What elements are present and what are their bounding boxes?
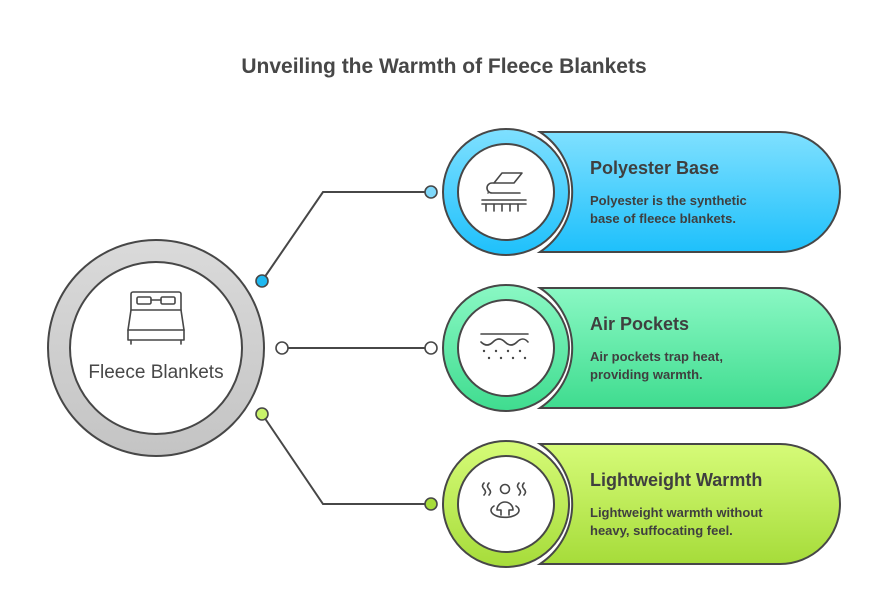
item-card-lightweight-warmth: Lightweight Warmth Lightweight warmth wi… bbox=[442, 440, 841, 568]
connectors bbox=[255, 185, 438, 511]
item-description-line-1: Lightweight warmth without bbox=[590, 505, 763, 520]
connector-dot-start-1 bbox=[255, 274, 269, 288]
item-card-pill bbox=[536, 131, 841, 253]
bed-icon bbox=[127, 291, 185, 345]
connector-dot-end-2 bbox=[424, 341, 438, 355]
item-card-polyester-base: Polyester Base Polyester is the syntheti… bbox=[442, 128, 841, 256]
center-node: Fleece Blankets bbox=[47, 239, 265, 457]
connector-dot-end-1 bbox=[424, 185, 438, 199]
item-description-line-1: Air pockets trap heat, bbox=[590, 349, 723, 364]
connector-line-3 bbox=[261, 413, 431, 505]
item-card-pill bbox=[536, 443, 841, 565]
connector-line-1 bbox=[261, 191, 431, 282]
air-layer-icon bbox=[480, 333, 529, 360]
item-title: Lightweight Warmth bbox=[590, 470, 762, 490]
person-heat-icon bbox=[481, 482, 527, 519]
connector-dot-start-3 bbox=[255, 407, 269, 421]
item-icon-circle bbox=[457, 299, 555, 397]
connector-dot-end-3 bbox=[424, 497, 438, 511]
item-icon-circle bbox=[457, 455, 555, 553]
fabric-roll-icon bbox=[481, 172, 527, 212]
center-inner-circle bbox=[69, 261, 243, 435]
item-description-line-1: Polyester is the synthetic bbox=[590, 193, 747, 208]
item-description-line-2: heavy, suffocating feel. bbox=[590, 523, 733, 538]
item-description-line-2: base of fleece blankets. bbox=[590, 211, 736, 226]
item-icon-circle bbox=[457, 143, 555, 241]
diagram-title: Unveiling the Warmth of Fleece Blankets bbox=[241, 55, 646, 78]
item-card-air-pockets: Air Pockets Air pockets trap heat, provi… bbox=[442, 284, 841, 412]
center-label: Fleece Blankets bbox=[88, 362, 223, 383]
item-description-line-2: providing warmth. bbox=[590, 367, 703, 382]
item-title: Polyester Base bbox=[590, 158, 719, 178]
item-card-pill bbox=[536, 287, 841, 409]
item-title: Air Pockets bbox=[590, 314, 689, 334]
connector-dot-start-2 bbox=[275, 341, 289, 355]
